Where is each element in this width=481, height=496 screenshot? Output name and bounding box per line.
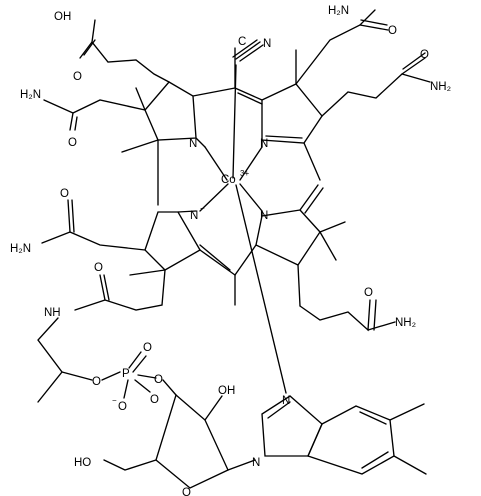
linker-amide-oxygen-label: O [94, 262, 103, 274]
phosphoester-oxygen-label-a: O [92, 376, 101, 388]
amide-nitrogen-label-c: NH₂ [430, 81, 451, 93]
cobalt-label: Co [221, 174, 236, 186]
amide-oxygen-label-c: O [420, 49, 429, 61]
hydroxyl-label: OH [54, 11, 71, 23]
amide-oxygen-label-d: O [60, 188, 69, 200]
amide-nitrogen-label-e: NH₂ [395, 317, 416, 329]
ribose-hydroxyl-label: OH [218, 385, 235, 397]
phosphate-anion-charge: − [112, 396, 117, 405]
atom-labels: OH O H₂N O C N H₂N O O NH₂ N N Co 3+ N −… [10, 5, 451, 496]
nitrile-nitrogen-label: N [263, 38, 271, 50]
linker-amide-nh-label: NH [44, 307, 61, 319]
amide-oxygen-label-a: O [68, 137, 77, 149]
amide-oxygen-label-e: O [364, 287, 373, 299]
pyrrole-nitrogen-d-charge: − [200, 204, 205, 213]
phosphoryl-oxygen-label: O [143, 342, 152, 354]
benzimidazole-nitrogen-top: N [282, 395, 290, 407]
phosphorus-label: P [122, 368, 130, 380]
benzimidazole-nitrogen-bottom: N [252, 457, 260, 469]
pyrrole-nitrogen-a: N [189, 138, 197, 150]
amide-nitrogen-label-a: H₂N [20, 89, 41, 101]
carboxyl-oxygen-label: O [73, 71, 82, 83]
pyrrole-nitrogen-b: N [260, 138, 268, 150]
bond-lines [37, 9, 431, 489]
phosphoester-oxygen-label-b: O [154, 374, 163, 386]
cobalt-charge: 3+ [240, 169, 249, 178]
amide-nitrogen-label-d: H₂N [10, 243, 31, 255]
pyrrole-nitrogen-c: N [260, 210, 268, 222]
phosphate-anion-oxygen-label: O [118, 401, 127, 413]
ribose-ring-oxygen-label: O [182, 487, 191, 496]
nitrile-carbon-label: C [238, 36, 246, 48]
phosphate-bridge-oxygen-label: O [150, 394, 159, 406]
amide-oxygen-label-b: O [388, 25, 397, 37]
amide-nitrogen-label-b: H₂N [328, 5, 349, 17]
ribose-hydroxymethyl-label: HO [74, 457, 91, 469]
pyrrole-nitrogen-d: N [190, 210, 198, 222]
